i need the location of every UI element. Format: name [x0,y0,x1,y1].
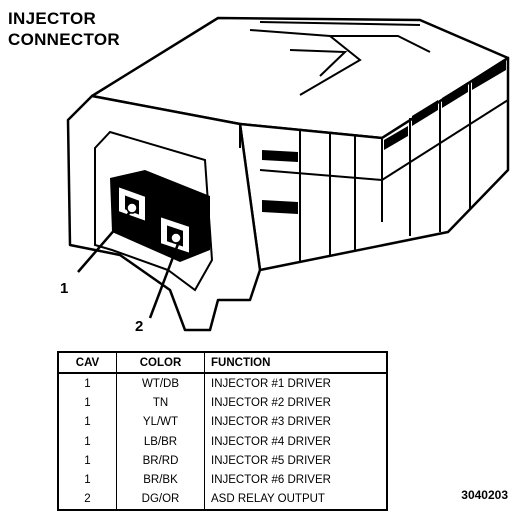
table-row: 1 WT/DB INJECTOR #1 DRIVER [58,373,387,394]
cav-cell: 1 [58,451,117,471]
function-cell: INJECTOR #5 DRIVER [211,454,331,467]
cav-cell: 1 [58,412,117,432]
function-cell: INJECTOR #1 DRIVER [211,377,331,390]
color-cell: LB/BR [116,431,205,452]
function-cell: INJECTOR #3 DRIVER [211,416,331,429]
cavity-2-terminal [159,214,191,256]
function-cell: INJECTOR #6 DRIVER [211,474,331,487]
callout-2-leader [148,243,180,319]
header-function: FUNCTION [204,352,387,374]
color-cell: BR/BK [116,470,205,490]
color-cell: WT/DB [116,373,205,394]
table-row: 1 LB/BR INJECTOR #4 DRIVER [58,431,387,452]
cavity-1-terminal [117,184,147,224]
diagram-title: INJECTOR CONNECTOR [8,8,120,50]
cav-cell: 1 [58,373,117,394]
header-color: COLOR [116,352,205,374]
table-row: 2 DG/OR ASD RELAY OUTPUT [58,489,387,511]
header-cav: CAV [58,352,117,374]
cav-cell: 1 [58,470,117,490]
figure-id: 3040203 [461,488,508,502]
function-cell: ASD RELAY OUTPUT [211,493,325,506]
cav-cell: 1 [58,393,117,413]
color-cell: BR/RD [116,451,205,471]
title-line-1: INJECTOR [8,9,97,28]
function-cell: INJECTOR #2 DRIVER [211,396,331,409]
pinout-header-row: CAV COLOR FUNCTION [58,352,387,374]
cav-cell: 2 [58,489,117,511]
table-row: 1 BR/BK INJECTOR #6 DRIVER [58,470,387,490]
table-row: 1 YL/WT INJECTOR #3 DRIVER [58,412,387,432]
color-cell: TN [116,393,205,413]
table-row: 1 BR/RD INJECTOR #5 DRIVER [58,451,387,471]
color-cell: DG/OR [116,489,205,511]
table-row: 1 TN INJECTOR #2 DRIVER [58,393,387,413]
function-cell: INJECTOR #4 DRIVER [211,435,331,448]
connector-illustration [66,16,510,332]
callout-1-leader [77,211,131,273]
callout-1-label: 1 [60,280,69,297]
pinout-table: CAV COLOR FUNCTION 1 WT/DB INJECTOR #1 D… [57,351,388,512]
color-cell: YL/WT [116,412,205,432]
title-line-2: CONNECTOR [8,30,120,49]
cav-cell: 1 [58,431,117,452]
callout-2-label: 2 [135,318,144,335]
